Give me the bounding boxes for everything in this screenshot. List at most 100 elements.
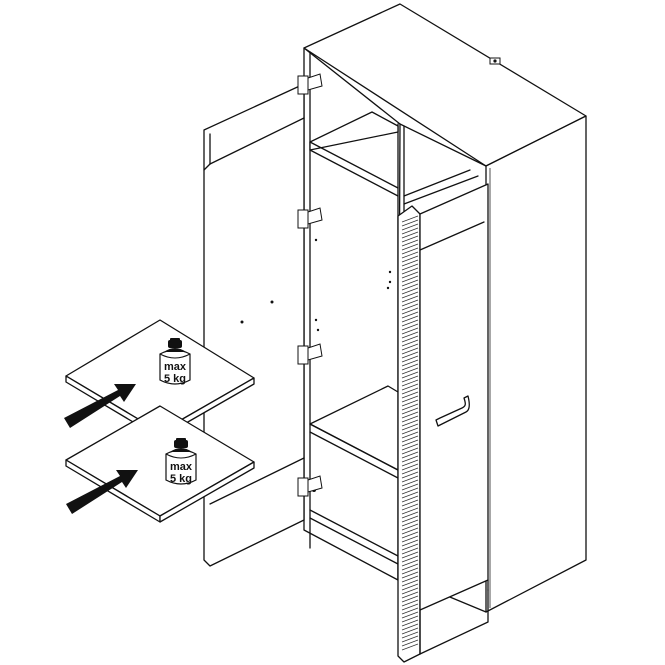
- rib-line: [401, 479, 419, 487]
- rib-line: [401, 247, 419, 255]
- rib-line: [401, 543, 419, 551]
- rib-line: [401, 407, 419, 415]
- rib-line: [401, 263, 419, 271]
- rib-line: [401, 471, 419, 479]
- handle-icon: [435, 395, 470, 427]
- rib-line: [401, 603, 419, 611]
- rib-line: [401, 463, 419, 471]
- rib-line: [401, 519, 419, 527]
- rib-line: [401, 375, 419, 383]
- rib-line: [401, 559, 419, 567]
- rib-line: [401, 475, 419, 483]
- rib-line: [401, 615, 419, 623]
- rib-line: [401, 215, 419, 223]
- weight-label-line1: max: [164, 361, 187, 373]
- rib-line: [401, 643, 419, 651]
- rib-line: [401, 443, 419, 451]
- rib-line: [401, 359, 419, 367]
- rib-line: [401, 259, 419, 267]
- rib-line: [401, 507, 419, 515]
- rib-line: [401, 279, 419, 287]
- arrow-icon: [64, 384, 136, 428]
- rib-line: [401, 327, 419, 335]
- rib-line: [401, 555, 419, 563]
- rib-line: [401, 619, 419, 627]
- rib-line: [401, 523, 419, 531]
- rib-line: [401, 243, 419, 251]
- rib-line: [401, 567, 419, 575]
- rib-line: [401, 591, 419, 599]
- rib-line: [401, 251, 419, 259]
- rib-line: [401, 483, 419, 491]
- rib-line: [401, 419, 419, 427]
- rib-line: [401, 351, 419, 359]
- rib-line: [401, 267, 419, 275]
- shelf-panel-lower: [65, 405, 255, 523]
- hinge-icon: [297, 73, 323, 95]
- rib-line: [401, 239, 419, 247]
- weight-label-line2: 5 kg: [170, 473, 192, 485]
- rib-line: [401, 623, 419, 631]
- rib-line: [401, 439, 419, 447]
- rib-line: [401, 455, 419, 463]
- rib-line: [401, 583, 419, 591]
- rib-line: [401, 227, 419, 235]
- rib-line: [401, 219, 419, 227]
- rib-line: [401, 223, 419, 231]
- rib-line: [401, 531, 419, 539]
- rib-line: [401, 495, 419, 503]
- weight-label-line2: 5 kg: [164, 373, 186, 385]
- rib-line: [401, 399, 419, 407]
- weight-icon: max 5 kg: [159, 338, 191, 385]
- rib-line: [401, 595, 419, 603]
- rib-line: [401, 627, 419, 635]
- rib-line: [401, 563, 419, 571]
- rib-line: [401, 363, 419, 371]
- weight-icon: max 5 kg: [165, 438, 197, 485]
- rib-line: [401, 355, 419, 363]
- rib-line: [401, 291, 419, 299]
- rib-line: [401, 275, 419, 283]
- rib-line: [401, 575, 419, 583]
- rib-line: [401, 639, 419, 647]
- rib-line: [401, 447, 419, 455]
- rib-line: [401, 511, 419, 519]
- rib-line: [401, 315, 419, 323]
- rib-line: [401, 467, 419, 475]
- rib-line: [401, 323, 419, 331]
- rib-line: [401, 571, 419, 579]
- rib-line: [401, 579, 419, 587]
- rib-line: [401, 235, 419, 243]
- rib-line: [401, 415, 419, 423]
- rib-line: [401, 503, 419, 511]
- arrow-icon: [66, 470, 138, 514]
- rib-line: [401, 527, 419, 535]
- cabinet-body: [303, 3, 587, 613]
- right-door: [397, 183, 489, 663]
- rib-line: [401, 515, 419, 523]
- rib-line: [401, 311, 419, 319]
- rib-line: [401, 331, 419, 339]
- rib-line: [401, 539, 419, 547]
- rib-line: [401, 287, 419, 295]
- rib-line: [401, 343, 419, 351]
- rib-line: [401, 335, 419, 343]
- door-edge-ribs: [401, 215, 419, 651]
- hinge-icon: [297, 343, 323, 365]
- rib-line: [401, 491, 419, 499]
- rib-line: [401, 427, 419, 435]
- rib-line: [401, 459, 419, 467]
- rib-line: [401, 635, 419, 643]
- rib-line: [401, 371, 419, 379]
- rib-line: [401, 299, 419, 307]
- rib-line: [401, 547, 419, 555]
- rib-line: [401, 379, 419, 387]
- rib-line: [401, 295, 419, 303]
- rib-line: [401, 319, 419, 327]
- rib-line: [401, 255, 419, 263]
- rib-line: [401, 599, 419, 607]
- rib-line: [401, 535, 419, 543]
- rib-line: [401, 587, 419, 595]
- rib-line: [401, 435, 419, 443]
- rib-line: [401, 391, 419, 399]
